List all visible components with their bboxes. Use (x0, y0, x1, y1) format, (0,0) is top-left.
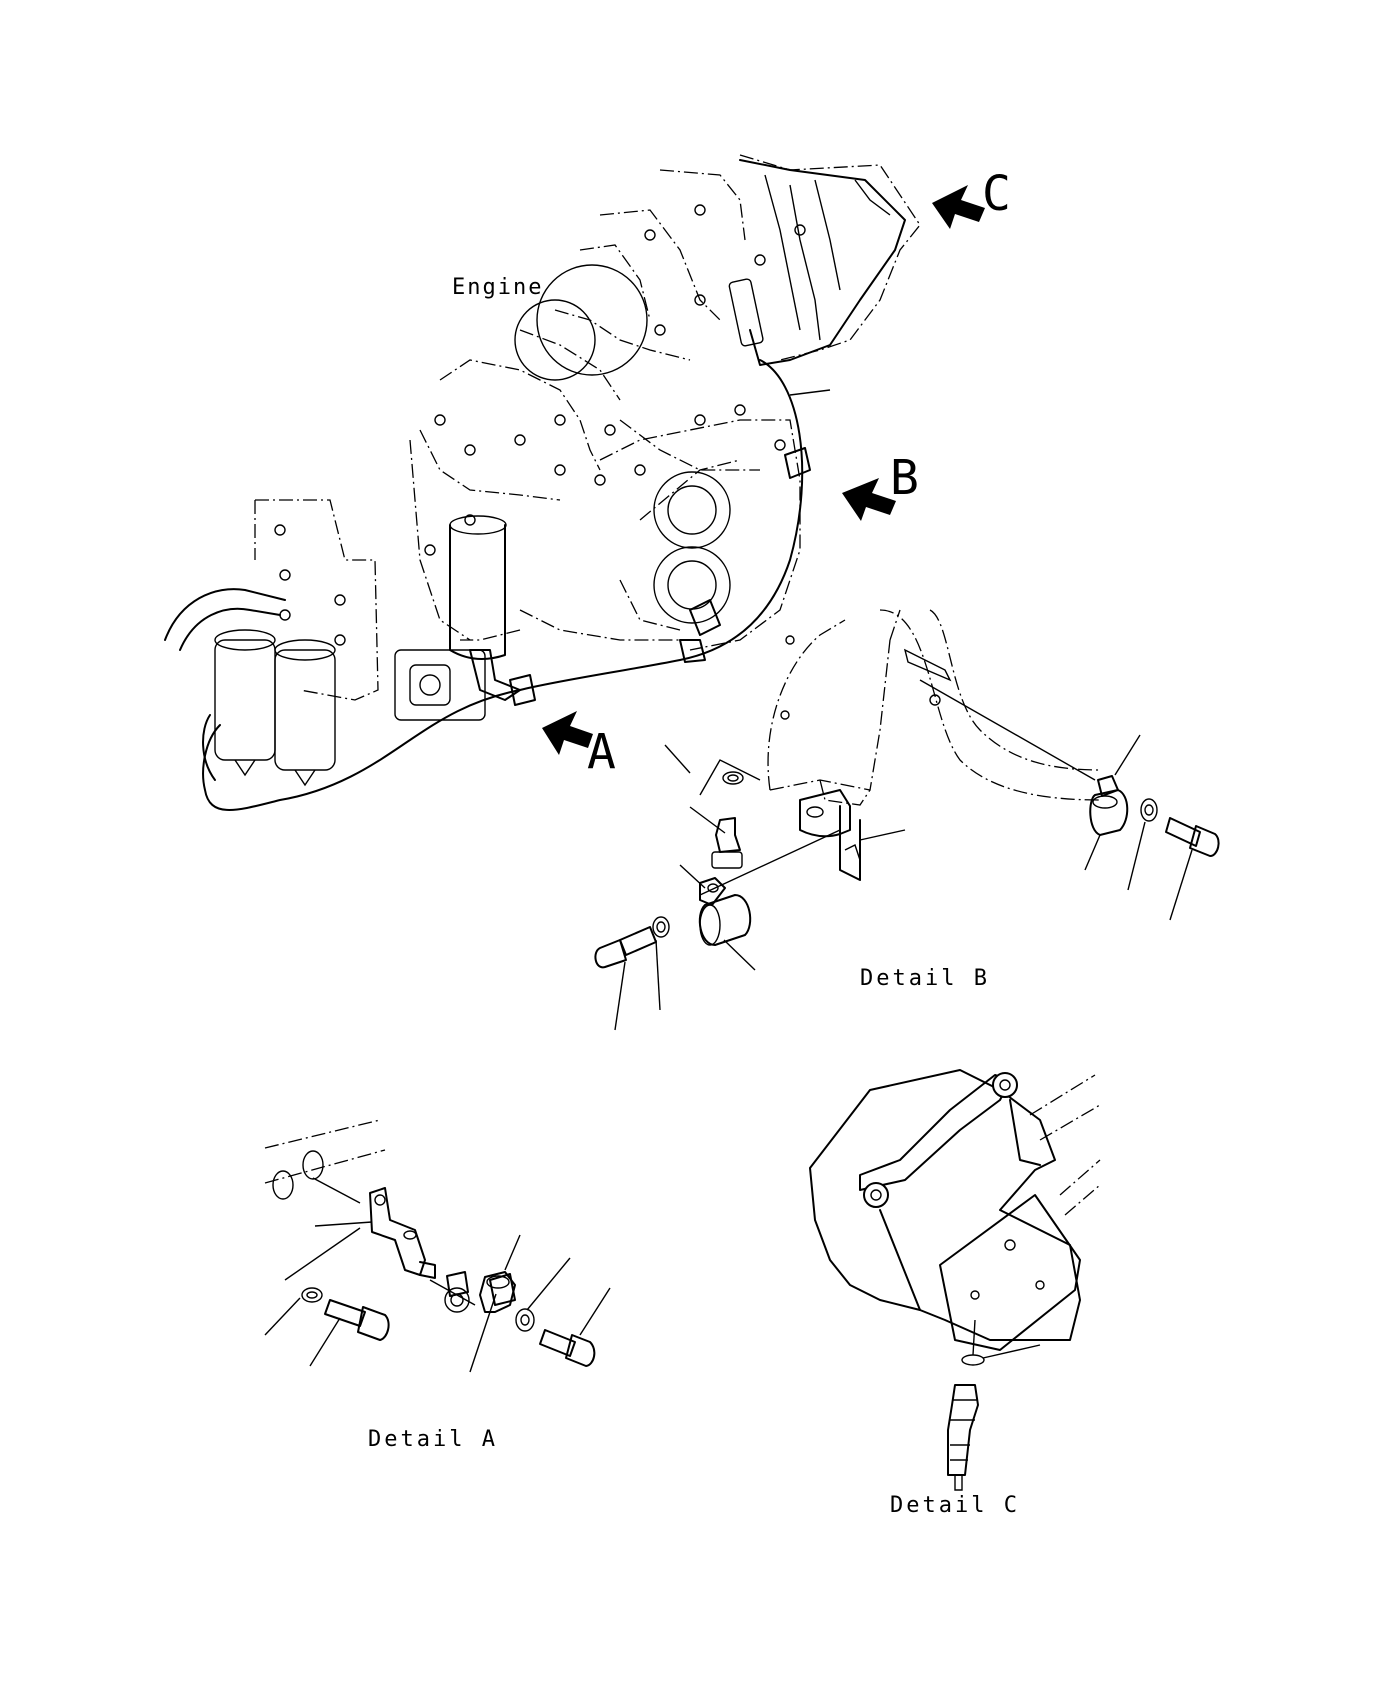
view-arrow-a: A (542, 711, 616, 780)
label-view-b: B (890, 450, 919, 506)
label-view-a: A (587, 724, 616, 780)
label-detail-a: Detail A (368, 1427, 498, 1452)
detail-c: Detail C (809, 1069, 1101, 1518)
view-arrow-b: B (842, 450, 919, 521)
engine-assembly (164, 154, 921, 811)
detail-b: Detail B (594, 609, 1220, 1031)
solid-arrow-icon (542, 711, 593, 755)
detail-a: Detail A (264, 1119, 611, 1452)
label-detail-c: Detail C (890, 1493, 1020, 1518)
label-view-c: C (982, 166, 1011, 222)
label-engine: Engine (452, 275, 543, 300)
solid-arrow-icon (842, 478, 896, 521)
solid-arrow-icon (932, 185, 985, 229)
view-arrow-c: C (932, 166, 1011, 229)
label-detail-b: Detail B (860, 966, 990, 991)
